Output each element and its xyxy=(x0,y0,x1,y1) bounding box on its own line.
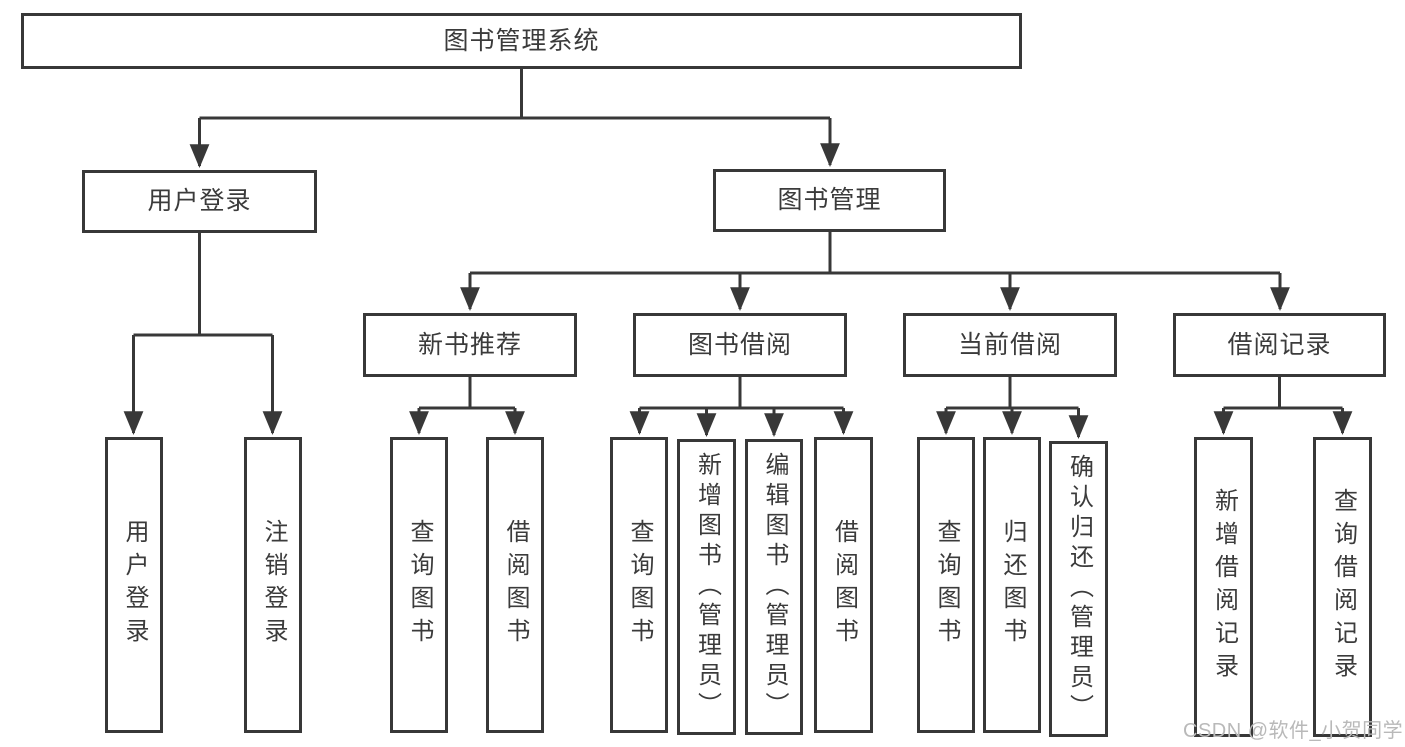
node-book-borrow: 图书借阅 xyxy=(633,313,847,377)
node-leaf-bb-edit: 编辑图书（管理员） xyxy=(745,439,803,735)
branch-current-borrow xyxy=(946,377,1079,410)
node-leaf-cb-query: 查询图书 xyxy=(917,437,975,733)
node-current-borrow: 当前借阅 xyxy=(903,313,1117,377)
node-leaf-bb-query: 查询图书 xyxy=(610,437,668,733)
node-borrow-records: 借阅记录 xyxy=(1173,313,1386,377)
branch-root xyxy=(199,69,830,120)
node-new-book-rec: 新书推荐 xyxy=(363,313,577,377)
node-leaf-br-query: 查询借阅记录 xyxy=(1313,437,1372,737)
node-leaf-cb-confirm: 确认归还（管理员） xyxy=(1049,441,1108,737)
node-leaf-nbr-borrow: 借阅图书 xyxy=(486,437,544,733)
node-leaf-cb-return: 归还图书 xyxy=(983,437,1041,733)
node-leaf-bb-add: 新增图书（管理员） xyxy=(677,439,736,735)
branch-new-book-rec xyxy=(419,377,515,410)
node-book-mgmt: 图书管理 xyxy=(713,169,946,232)
node-leaf-user-login: 用户登录 xyxy=(105,437,163,733)
node-user-login: 用户登录 xyxy=(82,170,317,233)
node-leaf-nbr-query: 查询图书 xyxy=(390,437,448,733)
branch-book-mgmt xyxy=(470,232,1280,275)
branch-book-borrow xyxy=(639,377,844,410)
node-leaf-logout: 注销登录 xyxy=(244,437,302,733)
csdn-watermark: CSDN @软件_小贺同学 xyxy=(1183,720,1404,742)
branch-user-login xyxy=(133,233,273,337)
node-leaf-br-add: 新增借阅记录 xyxy=(1194,437,1253,737)
node-root: 图书管理系统 xyxy=(21,13,1022,69)
branch-borrow-records xyxy=(1223,377,1343,410)
node-leaf-bb-borrow: 借阅图书 xyxy=(814,437,873,733)
